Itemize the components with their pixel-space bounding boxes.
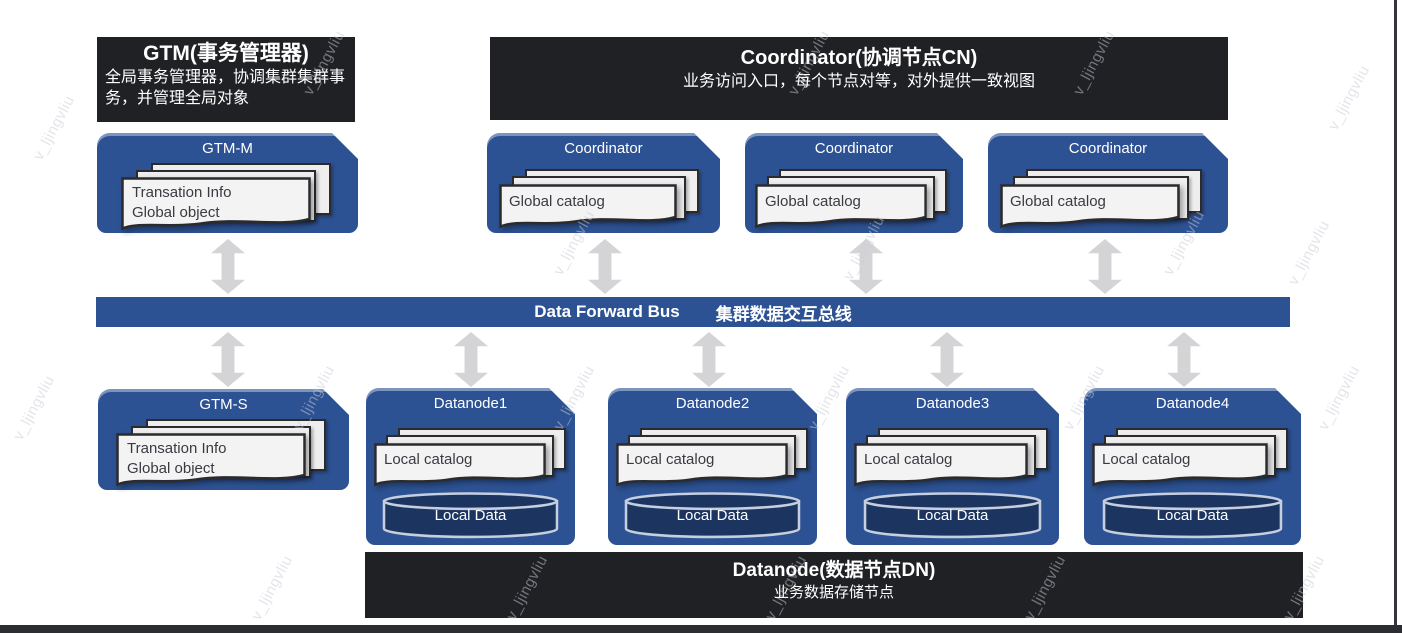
data-forward-bus: Data Forward Bus 集群数据交互总线 [96, 297, 1290, 327]
paper-line-1: Transation Info [132, 184, 232, 201]
paper-line-1: Local catalog [1102, 451, 1191, 468]
local-data-cylinder: Local Data [382, 492, 559, 539]
bus-label-en: Data Forward Bus [534, 302, 680, 321]
paper-shape [1000, 184, 1180, 229]
bidirectional-arrow-icon [1088, 239, 1122, 294]
watermark-text: v_ljingvliu [10, 372, 59, 443]
bidirectional-arrow-icon [930, 332, 964, 387]
database-icon [382, 492, 559, 539]
paper-stack: Global catalog [755, 169, 955, 231]
node-title: GTM-S [199, 396, 248, 413]
paper-shape [854, 443, 1028, 487]
node-title: Datanode3 [915, 395, 990, 412]
gtm-header-box: GTM(事务管理器) 全局事务管理器，协调集群集群事务，并管理全局对象 [97, 37, 355, 122]
paper-sheet-front: Local catalog [1092, 443, 1268, 489]
cylinder-label: Local Data [434, 507, 507, 524]
paper-line-1: Local catalog [864, 451, 953, 468]
paper-stack: Transation Info Global object [121, 163, 341, 231]
paper-line-1: Global catalog [509, 193, 605, 210]
frame-border-bottom [0, 625, 1402, 633]
node-coordinator-1: Coordinator Global catalog [487, 133, 720, 233]
paper-shape [616, 443, 788, 487]
datanode-header-box: Datanode(数据节点DN) 业务数据存储节点 [365, 552, 1303, 618]
paper-line-2: Global object [132, 204, 220, 221]
node-title: Coordinator [814, 140, 894, 157]
bidirectional-arrow-icon [692, 332, 726, 387]
database-icon [863, 492, 1042, 539]
paper-line-1: Local catalog [626, 451, 715, 468]
local-data-cylinder: Local Data [1102, 492, 1283, 539]
watermark-text: v_ljingvliu [1325, 62, 1374, 133]
paper-line-1: Transation Info [127, 440, 227, 457]
paper-stack: Local catalog [854, 428, 1054, 490]
node-gtm-s: GTM-S Transation Info Global object [98, 389, 349, 490]
watermark-text: v_ljingvliu [1285, 217, 1334, 288]
datanode-header-subtitle: 业务数据存储节点 [773, 584, 894, 601]
cylinder-label: Local Data [1156, 507, 1229, 524]
gtm-header-title: GTM(事务管理器) [143, 42, 309, 65]
paper-shape [121, 177, 311, 231]
bidirectional-arrow-icon [211, 239, 245, 294]
coordinator-header-title: Coordinator(协调节点CN) [740, 47, 978, 69]
bidirectional-arrow-icon [849, 239, 883, 294]
database-icon [1102, 492, 1283, 539]
database-icon [624, 492, 801, 539]
paper-stack: Transation Info Global object [116, 419, 336, 487]
node-title: Coordinator [564, 140, 643, 157]
node-datanode-1: Datanode1 Local catalog Local Data [366, 388, 575, 545]
cylinder-label: Local Data [676, 507, 749, 524]
paper-shape [116, 433, 306, 487]
gtm-header-subtitle: 全局事务管理器，协调集群集群事务，并管理全局对象 [105, 69, 346, 107]
node-title: Datanode1 [433, 395, 508, 412]
paper-shape [755, 184, 927, 229]
paper-stack: Local catalog [1092, 428, 1294, 490]
paper-sheet-front: Local catalog [374, 443, 546, 489]
local-data-cylinder: Local Data [863, 492, 1042, 539]
cylinder-label: Local Data [916, 507, 989, 524]
bidirectional-arrow-icon [588, 239, 622, 294]
node-title: Datanode4 [1155, 395, 1230, 412]
paper-stack: Global catalog [499, 169, 709, 231]
paper-sheet-front: Transation Info Global object [121, 177, 311, 234]
node-datanode-4: Datanode4 Local catalog Local Data [1084, 388, 1301, 545]
paper-shape [1092, 443, 1268, 487]
paper-stack: Local catalog [616, 428, 814, 490]
node-title: GTM-M [202, 140, 253, 157]
paper-sheet-front: Global catalog [499, 184, 677, 231]
datanode-header-title: Datanode(数据节点DN) [732, 560, 936, 581]
local-data-cylinder: Local Data [624, 492, 801, 539]
paper-sheet-front: Transation Info Global object [116, 433, 306, 490]
paper-line-1: Global catalog [1010, 193, 1106, 210]
watermark-text: v_ljingvliu [30, 92, 79, 163]
paper-sheet-front: Global catalog [755, 184, 927, 231]
coordinator-header-box: Coordinator(协调节点CN) 业务访问入口，每个节点对等，对外提供一致… [490, 37, 1228, 120]
paper-line-2: Global object [127, 460, 215, 477]
frame-border-right [1394, 0, 1397, 633]
paper-stack: Global catalog [1000, 169, 1214, 231]
watermark-text: v_ljingvliu [1315, 362, 1364, 433]
paper-line-1: Local catalog [384, 451, 473, 468]
paper-sheet-front: Global catalog [1000, 184, 1180, 231]
bidirectional-arrow-icon [454, 332, 488, 387]
paper-stack: Local catalog [374, 428, 572, 490]
node-coordinator-3: Coordinator Global catalog [988, 133, 1228, 233]
node-coordinator-2: Coordinator Global catalog [745, 133, 963, 233]
coordinator-header-subtitle: 业务访问入口，每个节点对等，对外提供一致视图 [682, 73, 1035, 90]
paper-sheet-front: Local catalog [854, 443, 1028, 489]
node-title: Coordinator [1068, 140, 1148, 157]
node-datanode-3: Datanode3 Local catalog Local Data [846, 388, 1059, 545]
node-title: Datanode2 [675, 395, 750, 412]
bidirectional-arrow-icon [1167, 332, 1201, 387]
bus-label-zh: 集群数据交互总线 [715, 304, 852, 324]
bidirectional-arrow-icon [211, 332, 245, 387]
paper-shape [499, 184, 677, 229]
node-gtm-m: GTM-M Transation Info Global object [97, 133, 358, 233]
watermark-text: v_ljingvliu [248, 552, 297, 623]
paper-sheet-front: Local catalog [616, 443, 788, 489]
node-datanode-2: Datanode2 Local catalog Local Data [608, 388, 817, 545]
paper-line-1: Global catalog [765, 193, 861, 210]
paper-shape [374, 443, 546, 487]
